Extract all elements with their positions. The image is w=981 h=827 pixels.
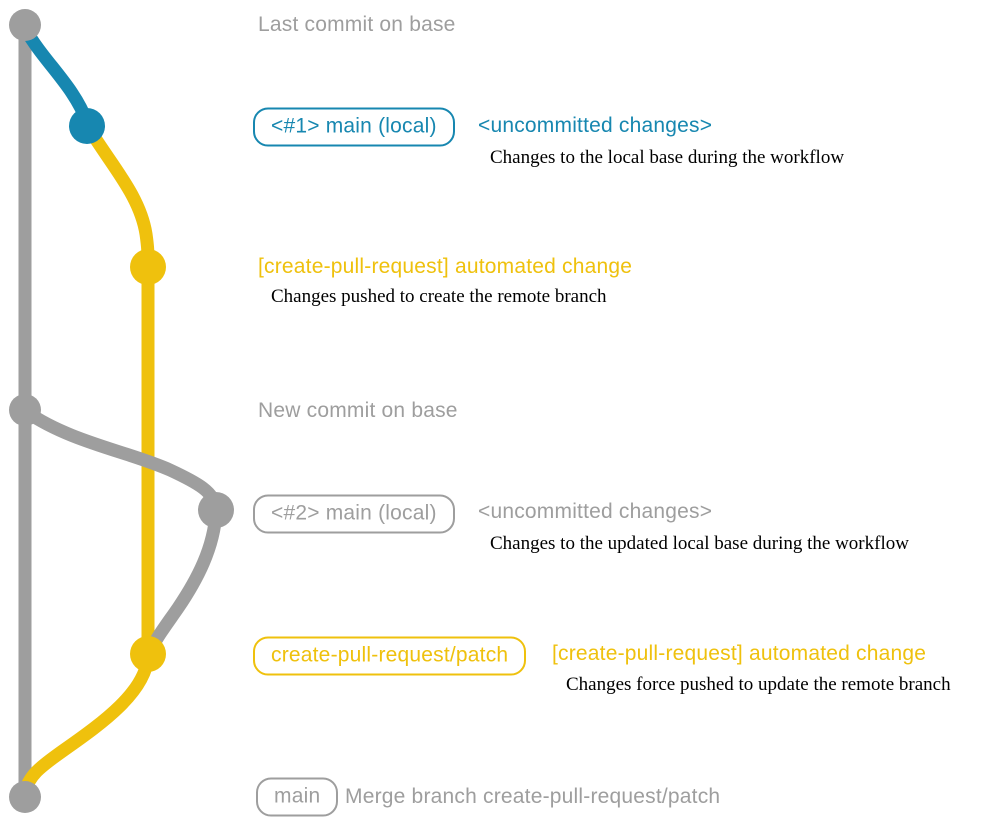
commit-message-uncommitted-1: <uncommitted changes> (478, 114, 713, 137)
commit-dot-patch-1 (130, 249, 166, 285)
commit-message-automated-1: [create-pull-request] automated change (258, 255, 633, 278)
commit-message-uncommitted-2: <uncommitted changes> (478, 500, 713, 523)
commit-dot-merge (9, 781, 41, 813)
commit-message-merge: Merge branch create-pull-request/patch (345, 785, 721, 808)
commit-dot-local-1 (69, 108, 105, 144)
branch-label-patch: create-pull-request/patch (253, 636, 527, 676)
note-local-changes-2: Changes to the updated local base during… (490, 533, 909, 554)
commit-message-automated-2: [create-pull-request] automated change (552, 642, 927, 665)
note-automated-1: Changes pushed to create the remote bran… (271, 286, 607, 307)
note-automated-2: Changes force pushed to update the remot… (566, 674, 951, 695)
note-local-changes-1: Changes to the local base during the wor… (490, 147, 845, 168)
commit-dot-patch-2 (130, 636, 166, 672)
branch-label-main-local-2: <#2> main (local) (253, 494, 455, 534)
merge-edge (18, 650, 155, 800)
commit-dot-base-last (9, 9, 41, 41)
local-changes-1-edge (19, 23, 94, 129)
patch-branch-line (83, 123, 155, 660)
commit-dot-base-new (9, 394, 41, 426)
commit-dot-local-2 (198, 492, 234, 528)
git-graph (9, 9, 234, 813)
branch-label-main: main (256, 777, 339, 817)
local-changes-2-out-edge (20, 405, 223, 515)
new-commit-title: New commit on base (258, 399, 458, 422)
branch-label-main-local-1: <#1> main (local) (253, 107, 455, 147)
local-changes-2-in-edge (143, 505, 223, 659)
last-commit-title: Last commit on base (258, 13, 456, 36)
